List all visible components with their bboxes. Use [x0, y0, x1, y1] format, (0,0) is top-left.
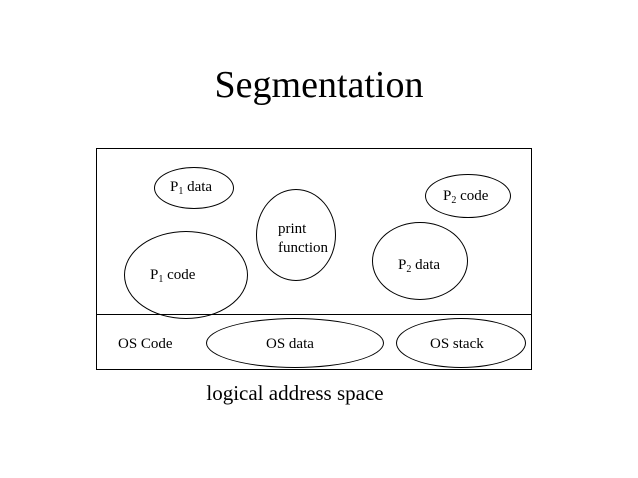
logical-address-space-box	[96, 148, 532, 370]
p1-data-segment	[154, 167, 234, 209]
p2-code-segment	[425, 174, 511, 218]
p1-code-segment	[124, 231, 248, 319]
print-function-segment	[256, 189, 336, 281]
p2-code-label: P2 code	[443, 187, 489, 206]
p2-code-name: P	[443, 188, 452, 204]
p2-data-subscript: 2	[406, 264, 412, 275]
p2-data-label: P2 data	[398, 256, 441, 275]
os-code-label: OS Code	[118, 336, 173, 352]
slide-title: Segmentation	[214, 64, 424, 106]
p1-code-suffix: code	[163, 267, 196, 283]
os-stack-segment	[396, 318, 526, 368]
print-function-line1: print	[278, 221, 307, 237]
diagram-caption: logical address space	[206, 381, 384, 405]
p2-data-suffix: data	[411, 257, 441, 273]
p1-data-name: P	[170, 179, 179, 195]
os-region-divider	[96, 314, 532, 315]
print-function-line2: function	[278, 240, 328, 256]
p1-data-subscript: 1	[178, 186, 184, 197]
p1-code-name: P	[150, 267, 159, 283]
os-data-segment	[206, 318, 384, 368]
p1-data-suffix: data	[183, 179, 213, 195]
os-data-label: OS data	[266, 336, 314, 352]
p2-data-name: P	[398, 257, 407, 273]
p2-code-suffix: code	[456, 188, 489, 204]
p2-code-subscript: 2	[451, 195, 457, 206]
p1-data-label: P1 data	[170, 178, 213, 197]
p1-code-label: P1 code	[150, 266, 196, 285]
p1-code-subscript: 1	[158, 274, 164, 285]
print-function-label: print function	[278, 220, 328, 258]
p2-data-segment	[372, 222, 468, 300]
os-stack-label: OS stack	[430, 336, 484, 352]
